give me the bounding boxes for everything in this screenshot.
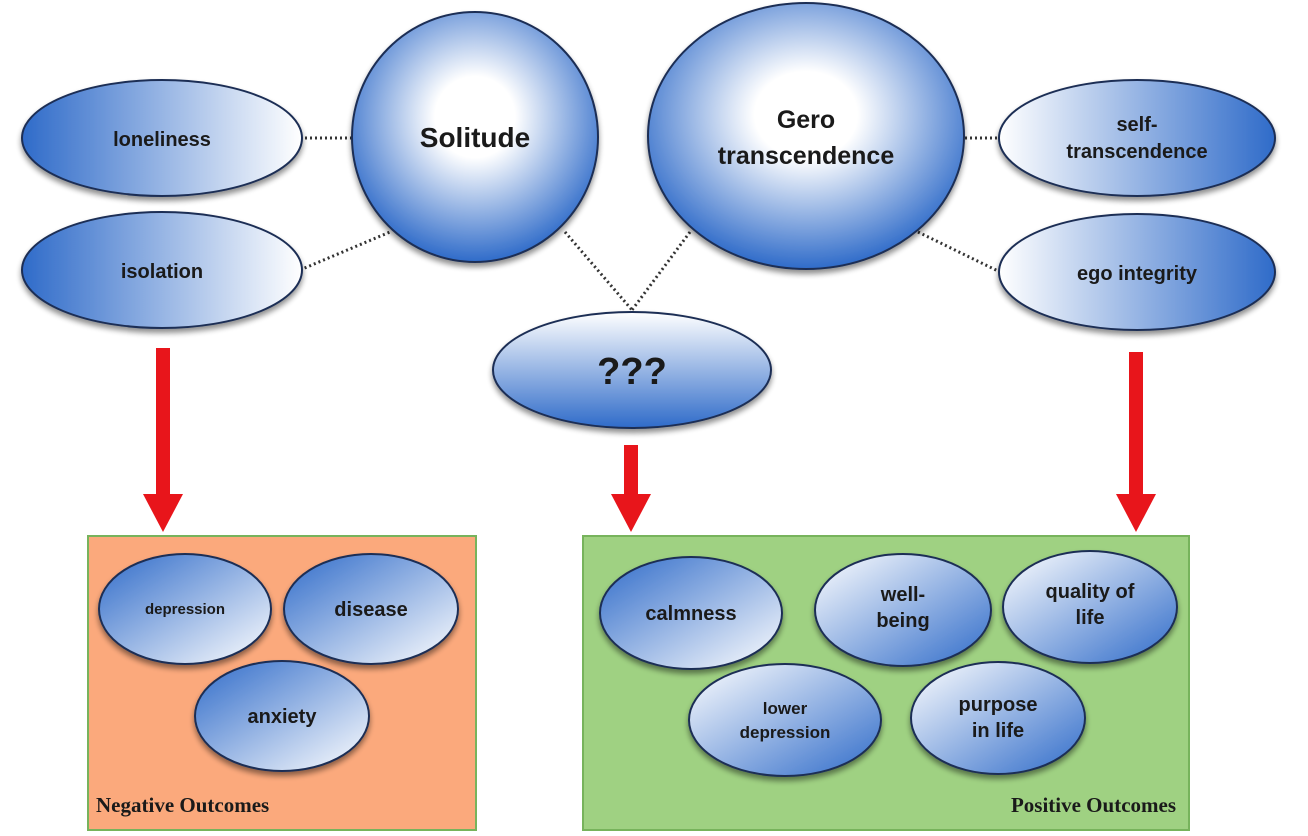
- arrow-unknown-to-positive: [611, 445, 651, 532]
- purpose-in-life-label-line2: in life: [972, 720, 1024, 742]
- self-transcendence-node: self- transcendence: [998, 79, 1276, 197]
- quality-of-life-label-line1: quality of: [1046, 581, 1135, 603]
- arrows: [143, 348, 1156, 532]
- gerotranscendence-label-line2: transcendence: [718, 142, 895, 170]
- lower-depression-label-line2: depression: [740, 723, 831, 742]
- isolation-node: isolation: [21, 211, 303, 329]
- quality-of-life-label-line2: life: [1076, 607, 1105, 629]
- negative-outcome-disease: disease: [283, 553, 459, 665]
- unknown-label: ???: [597, 351, 667, 393]
- positive-outcome-quality-of-life: quality of life: [1002, 550, 1178, 664]
- ego-integrity-label: ego integrity: [1077, 263, 1198, 285]
- disease-label: disease: [334, 599, 407, 621]
- loneliness-label: loneliness: [113, 129, 211, 151]
- calmness-label: calmness: [645, 603, 736, 625]
- positive-outcome-lower-depression: lower depression: [688, 663, 882, 777]
- negative-outcome-depression: depression: [98, 553, 272, 665]
- anxiety-label: anxiety: [248, 706, 318, 728]
- ego-integrity-node: ego integrity: [998, 213, 1276, 331]
- lower-depression-label-line1: lower: [763, 699, 808, 718]
- depression-label: depression: [145, 601, 225, 618]
- isolation-label: isolation: [121, 261, 203, 283]
- gerotranscendence-node: Gero transcendence: [647, 2, 965, 270]
- well-being-label-line2: being: [876, 610, 929, 632]
- purpose-in-life-label-line1: purpose: [959, 694, 1038, 716]
- self-transcendence-label-line2: transcendence: [1066, 141, 1207, 163]
- connector-lines: [299, 136, 1001, 311]
- loneliness-node: loneliness: [21, 79, 303, 197]
- arrow-ego-to-positive: [1116, 352, 1156, 532]
- unknown-node: ???: [492, 311, 772, 429]
- connector-isolation-solitude: [299, 230, 391, 272]
- positive-outcome-calmness: calmness: [599, 556, 783, 670]
- solitude-node: Solitude: [351, 11, 599, 263]
- connector-gero-unknown: [630, 231, 692, 311]
- self-transcendence-label-line1: self-: [1116, 114, 1157, 136]
- negative-outcomes-title: Negative Outcomes: [96, 793, 269, 817]
- positive-outcomes-title: Positive Outcomes: [1011, 793, 1176, 817]
- solitude-label: Solitude: [420, 122, 530, 153]
- negative-outcome-anxiety: anxiety: [194, 660, 370, 772]
- gerotranscendence-label-line1: Gero: [777, 106, 835, 134]
- connector-gero-ego: [917, 230, 1001, 274]
- connector-solitude-unknown: [563, 231, 634, 311]
- positive-outcome-well-being: well- being: [814, 553, 992, 667]
- arrow-to-negative-outcomes: [143, 348, 183, 532]
- well-being-label-line1: well-: [880, 584, 925, 606]
- positive-outcome-purpose-in-life: purpose in life: [910, 661, 1086, 775]
